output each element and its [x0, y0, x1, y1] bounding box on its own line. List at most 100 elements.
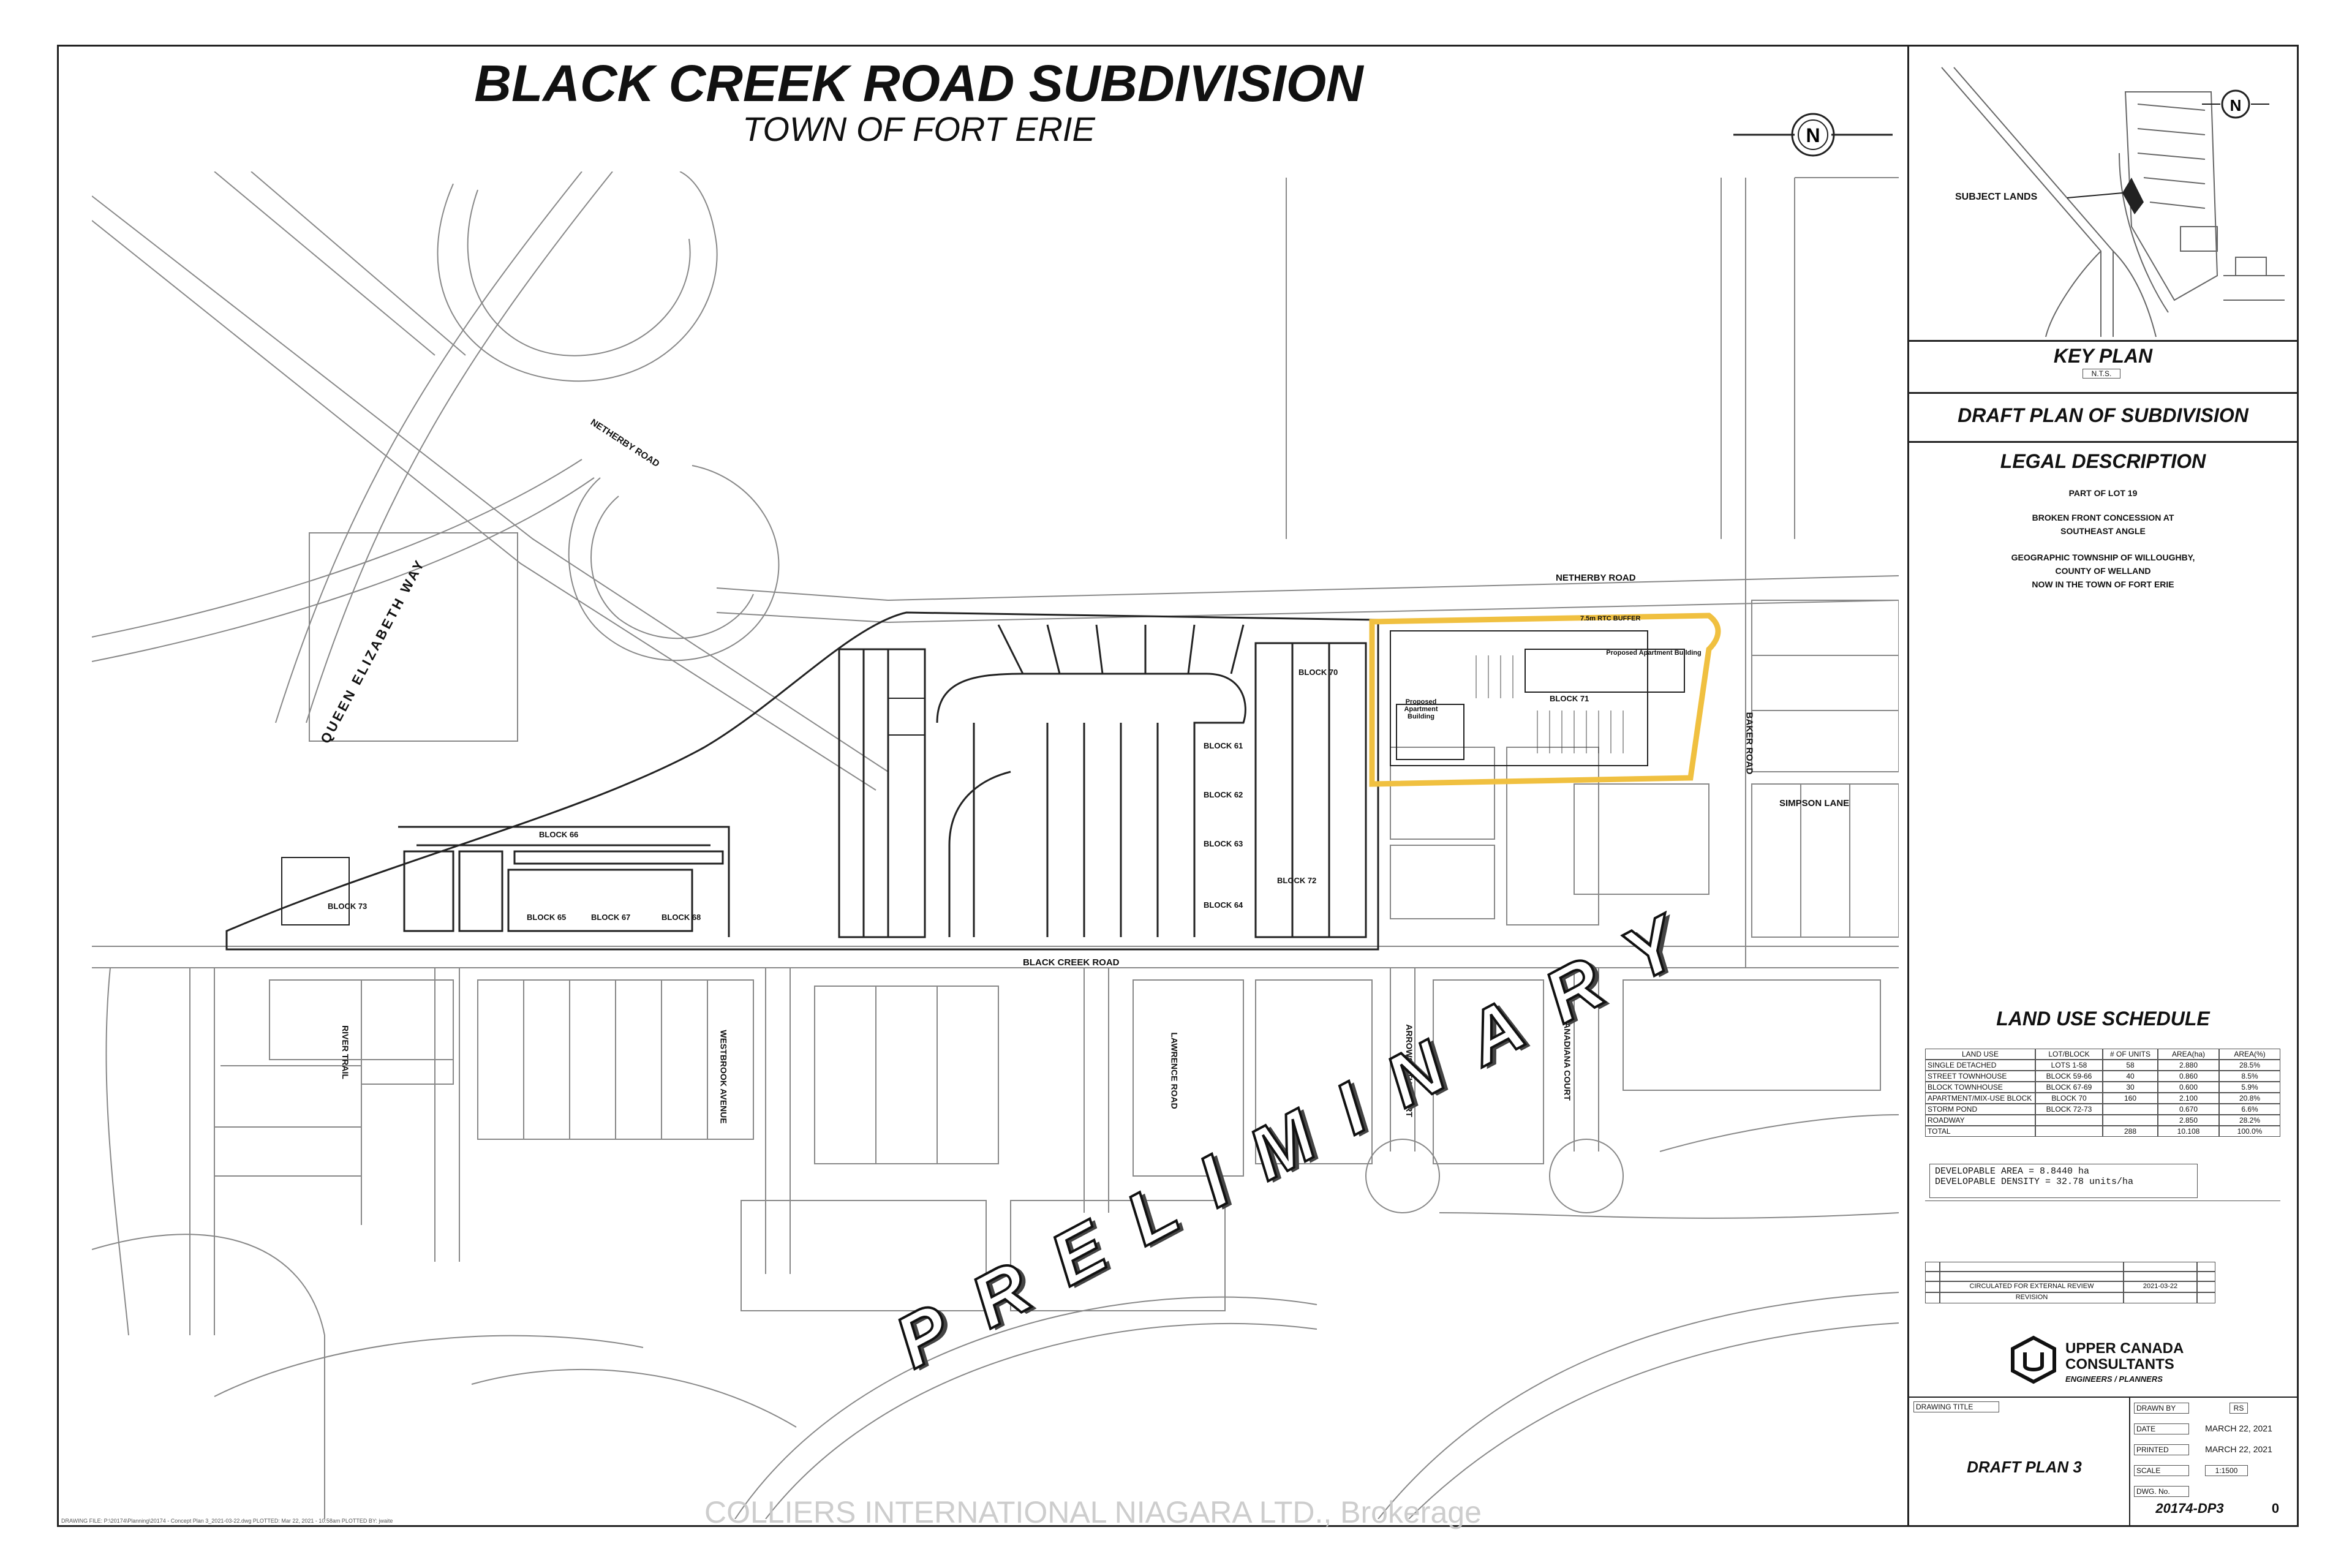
block-label-73: BLOCK 73: [328, 902, 368, 911]
rev-desc-cell: [1940, 1262, 2124, 1272]
apartment-label-2: Proposed Apartment Building: [1606, 649, 1702, 657]
land-use-cell: 2.850: [2158, 1115, 2219, 1126]
legal-line-4: GEOGRAPHIC TOWNSHIP OF WILLOUGHBY,: [2011, 552, 2195, 562]
rev-no-cell: [1925, 1292, 1940, 1303]
road-label-black-creek: BLACK CREEK ROAD: [1023, 957, 1120, 968]
road-label-westbrook: WESTBROOK AVENUE: [718, 1030, 729, 1124]
block-label-66: BLOCK 66: [539, 830, 579, 839]
land-use-cell: BLOCK 59-66: [2035, 1071, 2103, 1082]
rev-desc-1: CIRCULATED FOR EXTERNAL REVIEW: [1940, 1281, 2124, 1292]
road-label-netherby-e: NETHERBY ROAD: [1556, 573, 1636, 583]
land-use-cell: 2.100: [2158, 1093, 2219, 1104]
tb-line-4: [1925, 1200, 2280, 1201]
drawn-by-value: RS: [2230, 1403, 2248, 1414]
rev-by-cell: [2197, 1272, 2215, 1281]
land-use-cell: ROADWAY: [1925, 1115, 2035, 1126]
legal-line-5: COUNTY OF WELLAND: [2055, 566, 2151, 576]
dwg-label: DWG. No.: [2134, 1486, 2189, 1497]
apartment-label-1: Proposed Apartment Building: [1404, 698, 1438, 720]
rev-date-cell: [2124, 1262, 2197, 1272]
land-use-cell: [2103, 1104, 2158, 1115]
lu-header: # OF UNITS: [2103, 1049, 2158, 1060]
land-use-cell: STORM POND: [1925, 1104, 2035, 1115]
company-name-2: CONSULTANTS: [2065, 1356, 2174, 1373]
road-label-river-trail: RIVER TRAIL: [340, 1025, 350, 1079]
land-use-cell: 0.670: [2158, 1104, 2219, 1115]
lu-header: LOT/BLOCK: [2035, 1049, 2103, 1060]
land-use-cell: 0.600: [2158, 1082, 2219, 1093]
north-arrow-icon: N: [1733, 110, 1893, 159]
land-use-cell: APARTMENT/MIX-USE BLOCK: [1925, 1093, 2035, 1104]
rev-no-cell: [1925, 1281, 1940, 1292]
company-tagline: ENGINEERS / PLANNERS: [2065, 1374, 2163, 1384]
block-label-61: BLOCK 61: [1204, 741, 1243, 750]
key-plan-heading: KEY PLAN: [2053, 345, 2153, 367]
block-label-68: BLOCK 68: [662, 913, 701, 922]
rev-desc-cell: [1940, 1272, 2124, 1281]
date-value: MARCH 22, 2021: [2205, 1423, 2272, 1433]
tb-line-1: [1907, 340, 2299, 342]
draft-plan-heading: DRAFT PLAN OF SUBDIVISION: [1958, 404, 2248, 426]
rev-no-cell: [1925, 1262, 1940, 1272]
land-use-cell: 28.2%: [2219, 1115, 2280, 1126]
land-use-cell: 10.108: [2158, 1126, 2219, 1137]
tb-line-3: [1907, 441, 2299, 443]
block-label-62: BLOCK 62: [1204, 790, 1243, 799]
rev-no-cell: [1925, 1272, 1940, 1281]
road-label-baker: BAKER ROAD: [1744, 712, 1755, 775]
density-box: DEVELOPABLE AREA = 8.8440 ha DEVELOPABLE…: [1929, 1164, 2198, 1198]
svg-text:N: N: [1806, 124, 1820, 146]
scale-value: 1:1500: [2205, 1465, 2248, 1476]
land-use-cell: [2035, 1126, 2103, 1137]
land-use-cell: STREET TOWNHOUSE: [1925, 1071, 2035, 1082]
land-use-cell: BLOCK TOWNHOUSE: [1925, 1082, 2035, 1093]
site-plan: [91, 171, 1899, 1520]
print-label: PRINTED: [2134, 1444, 2189, 1455]
land-use-cell: 288: [2103, 1126, 2158, 1137]
plot-note: DRAWING FILE: P:\20174\Planning\20174 - …: [61, 1518, 393, 1524]
land-use-cell: 160: [2103, 1093, 2158, 1104]
revision-number: 0: [2271, 1501, 2280, 1516]
land-use-cell: 100.0%: [2219, 1126, 2280, 1137]
land-use-table: LAND USE LOT/BLOCK # OF UNITS AREA(ha) A…: [1925, 1049, 2280, 1137]
brokerage-watermark: COLLIERS INTERNATIONAL NIAGARA LTD., Bro…: [704, 1495, 1482, 1529]
land-use-cell: BLOCK 67-69: [2035, 1082, 2103, 1093]
block-label-63: BLOCK 63: [1204, 839, 1243, 848]
land-use-cell: 28.5%: [2219, 1060, 2280, 1071]
rev-date-cell: [2124, 1272, 2197, 1281]
land-use-cell: SINGLE DETACHED: [1925, 1060, 2035, 1071]
company-name-1: UPPER CANADA: [2065, 1340, 2184, 1357]
company-logo-icon: [2009, 1335, 2058, 1384]
block-label-67: BLOCK 67: [591, 913, 631, 922]
density-area: DEVELOPABLE AREA = 8.8440 ha: [1935, 1166, 2090, 1177]
land-use-cell: [2035, 1115, 2103, 1126]
lu-header: LAND USE: [1925, 1049, 2035, 1060]
land-use-cell: BLOCK 70: [2035, 1093, 2103, 1104]
key-plan-subject-lands: SUBJECT LANDS: [1955, 192, 2038, 202]
drawing-title: DRAFT PLAN 3: [1967, 1458, 2082, 1476]
tb-line-5: [1907, 1396, 2299, 1398]
legal-line-3: SOUTHEAST ANGLE: [2060, 526, 2146, 536]
legal-line-6: NOW IN THE TOWN OF FORT ERIE: [2032, 579, 2174, 589]
land-use-cell: 20.8%: [2219, 1093, 2280, 1104]
land-use-cell: 5.9%: [2219, 1082, 2280, 1093]
rev-date-1: 2021-03-22: [2124, 1281, 2197, 1292]
land-use-cell: 40: [2103, 1071, 2158, 1082]
land-use-header-row: LAND USE LOT/BLOCK # OF UNITS AREA(ha) A…: [1925, 1049, 2280, 1060]
legal-line-1: PART OF LOT 19: [2068, 488, 2138, 498]
revision-table: CIRCULATED FOR EXTERNAL REVIEW 2021-03-2…: [1925, 1262, 2280, 1303]
rev-date-cell: [2124, 1292, 2197, 1303]
tb-line-2: [1907, 392, 2299, 394]
land-use-cell: 30: [2103, 1082, 2158, 1093]
block-label-65: BLOCK 65: [527, 913, 567, 922]
density-units: DEVELOPABLE DENSITY = 32.78 units/ha: [1935, 1177, 2134, 1187]
land-use-cell: 0.860: [2158, 1071, 2219, 1082]
land-use-cell: LOTS 1-58: [2035, 1060, 2103, 1071]
land-use-cell: [2103, 1115, 2158, 1126]
rev-by-cell: [2197, 1262, 2215, 1272]
dwg-number: 20174-DP3: [2155, 1501, 2224, 1516]
